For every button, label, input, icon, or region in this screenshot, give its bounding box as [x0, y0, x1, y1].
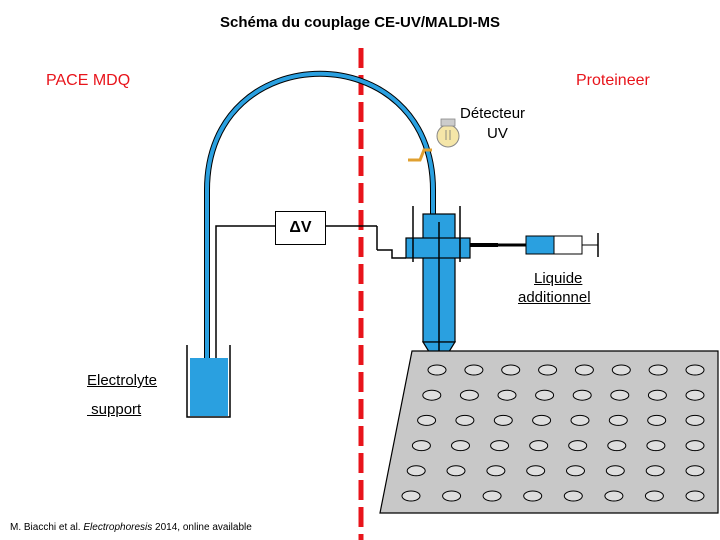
maldi-well: [523, 490, 543, 502]
detector-label-line1: Détecteur: [460, 105, 526, 122]
electrolyte-label-line1: Electrolyte: [87, 372, 158, 389]
voltage-source: ΔV: [275, 211, 326, 245]
maldi-well: [608, 414, 628, 426]
maldi-well: [493, 414, 513, 426]
instrument-label-right: Proteineer: [576, 72, 650, 89]
maldi-well: [455, 414, 475, 426]
liquid-label-line2: additionnel: [518, 289, 591, 306]
maldi-well: [568, 440, 588, 452]
maldi-well: [570, 414, 590, 426]
maldi-well: [685, 364, 705, 376]
maldi-well: [646, 440, 666, 452]
maldi-well: [647, 389, 667, 401]
maldi-well: [645, 465, 665, 477]
maldi-well: [566, 465, 585, 477]
maldi-well: [459, 389, 479, 401]
maldi-well: [610, 389, 630, 401]
maldi-well: [526, 465, 546, 477]
citation: M. Biacchi et al. Electrophoresis 2014, …: [10, 522, 252, 533]
maldi-well: [574, 364, 594, 376]
electrolyte-label-line2: support: [87, 401, 142, 418]
maldi-well: [451, 440, 470, 452]
maldi-well: [685, 389, 705, 401]
maldi-well: [406, 465, 426, 477]
electrolyte-level: [190, 358, 228, 416]
light-bulb-icon: [436, 118, 460, 148]
maldi-well: [538, 364, 558, 376]
maldi-well: [501, 364, 521, 376]
maldi-well: [482, 490, 502, 502]
maldi-well: [605, 465, 625, 477]
instrument-label-left: PACE MDQ: [46, 72, 131, 89]
citation-journal: Electrophoresis: [83, 522, 153, 533]
reservoir-vial: [186, 345, 231, 418]
uv-connector: [408, 148, 432, 162]
maldi-well: [572, 389, 592, 401]
maldi-well: [644, 490, 664, 502]
maldi-well: [611, 364, 631, 376]
maldi-well: [685, 414, 705, 426]
maldi-well: [604, 490, 624, 502]
liquid-label-line1: Liquide: [534, 270, 583, 287]
maldi-well: [427, 364, 447, 376]
maldi-well: [563, 490, 583, 502]
maldi-well: [411, 440, 431, 452]
syringe-icon: [498, 233, 599, 257]
maldi-well: [647, 414, 667, 426]
maldi-well: [497, 389, 517, 401]
maldi-well: [417, 414, 437, 426]
maldi-well: [446, 465, 466, 477]
maldi-well: [422, 389, 442, 401]
diagram-title: Schéma du couplage CE-UV/MALDI-MS: [219, 14, 501, 31]
maldi-well: [532, 414, 552, 426]
electrode-wire-left: [215, 225, 276, 382]
maldi-well: [464, 364, 484, 376]
maldi-well: [648, 364, 668, 376]
citation-details: 2014, online available: [152, 522, 252, 533]
maldi-well: [685, 465, 705, 477]
maldi-well: [535, 389, 555, 401]
citation-authors: M. Biacchi et al.: [10, 522, 84, 533]
detector-label-line2: UV: [487, 125, 508, 142]
maldi-well: [685, 490, 705, 502]
interface-tee: [405, 237, 471, 259]
maldi-well: [490, 440, 510, 452]
maldi-well: [442, 490, 462, 502]
maldi-well: [529, 440, 549, 452]
maldi-well: [607, 440, 627, 452]
maldi-well: [486, 465, 506, 477]
capillary-fill: [205, 71, 435, 362]
maldi-wells: [401, 364, 705, 502]
maldi-well: [685, 440, 705, 452]
maldi-well: [401, 490, 421, 502]
